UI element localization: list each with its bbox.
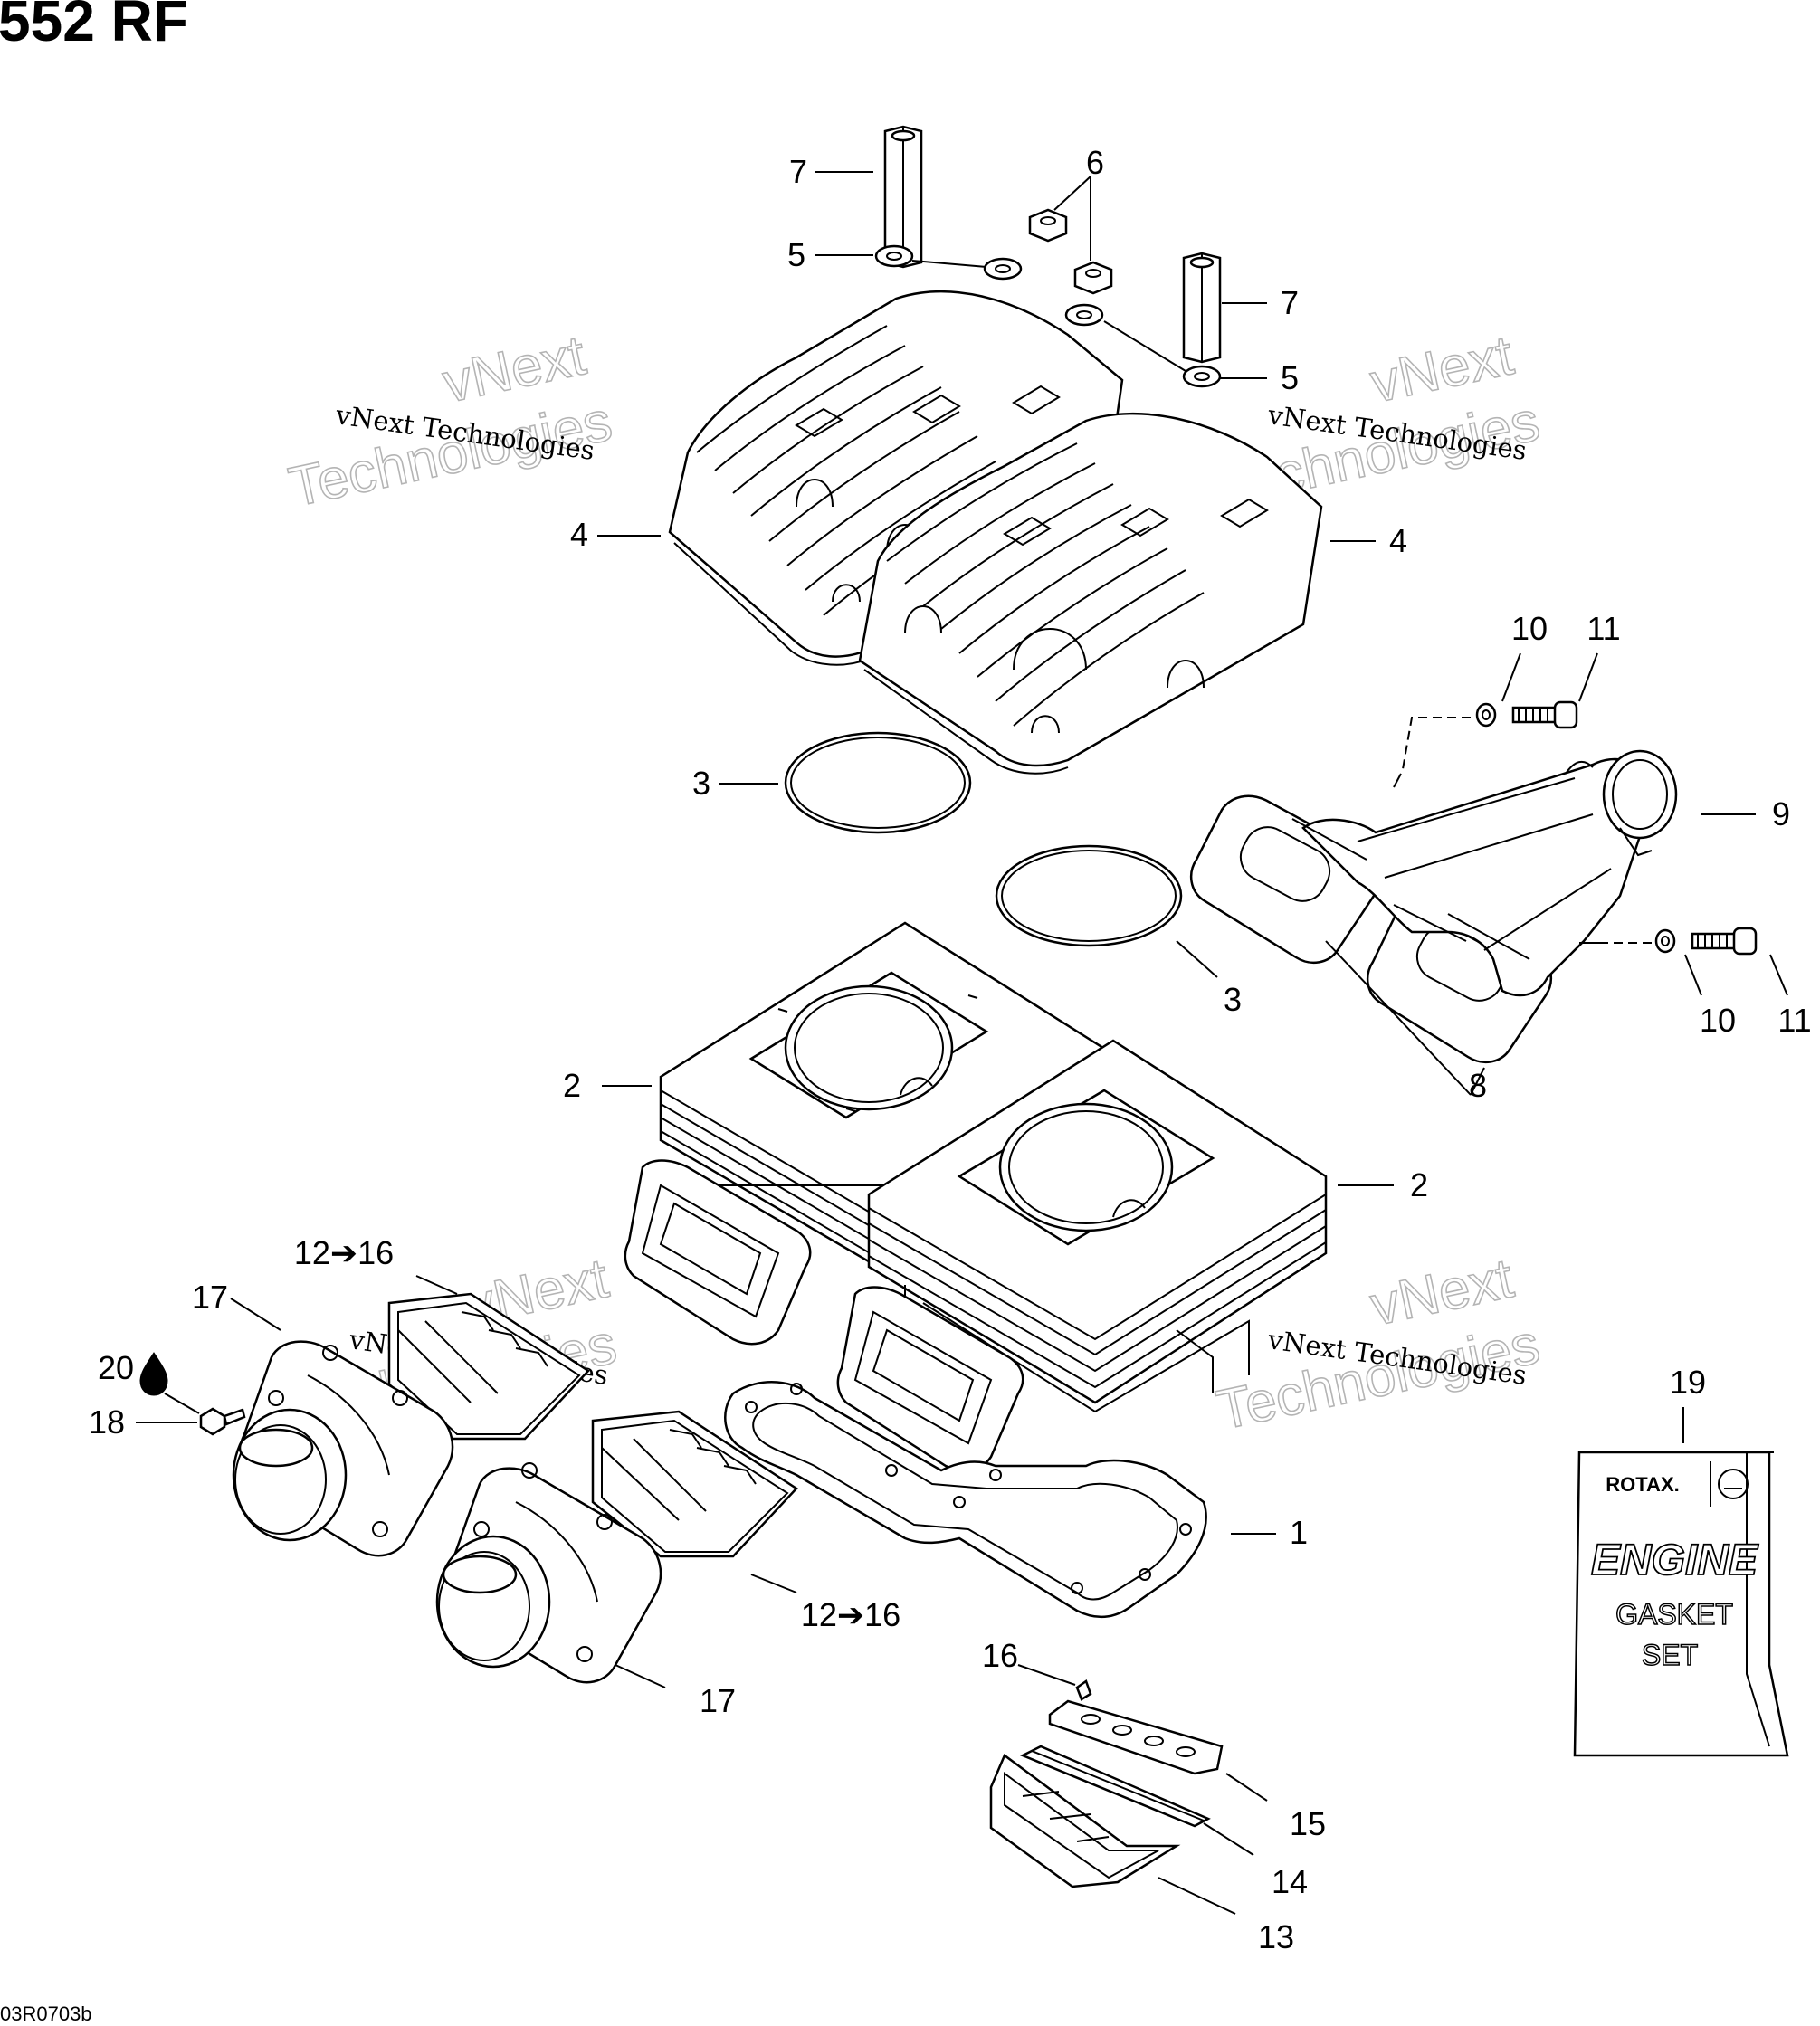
kit-brand: ROTAX.: [1606, 1473, 1679, 1496]
intake-flange-17-upper: [232, 1340, 454, 1557]
exhaust-manifold-9: [1291, 749, 1678, 997]
watermark-right-top: vNext Technologies vNext Technologies: [1211, 323, 1546, 519]
lock-washer-10-top: [1475, 702, 1497, 728]
callout-8: 8: [1469, 1067, 1487, 1104]
cylinder-head-right: [858, 412, 1323, 775]
washer-5-mid2: [1064, 303, 1104, 327]
callout-10-top: 10: [1511, 610, 1548, 647]
callout-12-16-bottom: 12➔16: [801, 1596, 900, 1633]
callout-7-left: 7: [789, 153, 807, 190]
callout-5-right: 5: [1281, 359, 1299, 396]
callout-9: 9: [1772, 795, 1790, 832]
stud-7-right: [1182, 252, 1222, 364]
callout-17-bottom: 17: [700, 1682, 736, 1719]
page-title: 552 RF: [0, 0, 188, 53]
callout-3-bottom: 3: [1224, 981, 1242, 1018]
intake-flange-17-lower: [435, 1462, 662, 1684]
kit-line-engine: ENGINE: [1591, 1536, 1759, 1584]
callout-19: 19: [1670, 1364, 1706, 1401]
callout-10-bottom: 10: [1700, 1002, 1736, 1039]
reed-petal-14: [1019, 1745, 1211, 1828]
kit-line-set: SET: [1642, 1639, 1698, 1671]
screw-16: [1075, 1679, 1092, 1701]
bolt-11-top: [1511, 700, 1578, 729]
stud-7-left: [883, 125, 923, 269]
lock-washer-10-bottom: [1654, 928, 1676, 954]
callout-11-top: 11: [1587, 610, 1620, 647]
bolt-11-bottom: [1691, 927, 1758, 956]
kit-line-gasket: GASKET: [1615, 1598, 1733, 1631]
watermark-left-top: vNext Technologies vNext Technologies: [283, 323, 618, 519]
reed-valve-lower: [591, 1410, 798, 1558]
callout-3-top: 3: [692, 765, 710, 802]
callout-2-right: 2: [1410, 1166, 1428, 1203]
nut-6-bottom: [1073, 261, 1113, 295]
callout-5-left: 5: [787, 236, 805, 273]
callout-14: 14: [1272, 1863, 1308, 1900]
o-ring-3-bottom: [995, 844, 1183, 947]
intake-port-left: [624, 1159, 812, 1346]
screw-18: [199, 1407, 246, 1436]
drop-icon: [139, 1352, 168, 1396]
reed-block-13: [989, 1754, 1181, 1888]
intake-port-right: [836, 1286, 1024, 1472]
callout-6: 6: [1086, 144, 1104, 181]
base-gasket-1: [724, 1381, 1207, 1619]
cylinder-right: [867, 1039, 1328, 1413]
washer-5-left: [874, 244, 914, 268]
diagram-code: 03R0703b: [0, 2002, 92, 2025]
callout-11-bottom: 11: [1777, 1002, 1811, 1039]
nut-6-top: [1028, 208, 1068, 243]
washer-5-right: [1182, 365, 1222, 388]
callout-17-top: 17: [192, 1279, 228, 1316]
callout-4-left: 4: [570, 516, 588, 553]
gasket-kit-19: ROTAX. ENGINE GASKET SET: [1573, 1451, 1789, 1757]
callout-15: 15: [1290, 1805, 1326, 1842]
callout-7-right: 7: [1281, 284, 1299, 321]
reed-stopper-15: [1048, 1699, 1224, 1775]
o-ring-3-top: [784, 731, 972, 834]
callout-12-16-top: 12➔16: [294, 1234, 394, 1271]
callout-4-right: 4: [1389, 522, 1407, 559]
callout-16: 16: [982, 1637, 1018, 1674]
callout-1: 1: [1290, 1514, 1308, 1551]
callout-13: 13: [1258, 1918, 1294, 1955]
callout-18: 18: [89, 1403, 125, 1441]
callout-20: 20: [98, 1349, 134, 1386]
washer-5-mid: [983, 257, 1023, 281]
callout-2-left: 2: [563, 1067, 581, 1104]
